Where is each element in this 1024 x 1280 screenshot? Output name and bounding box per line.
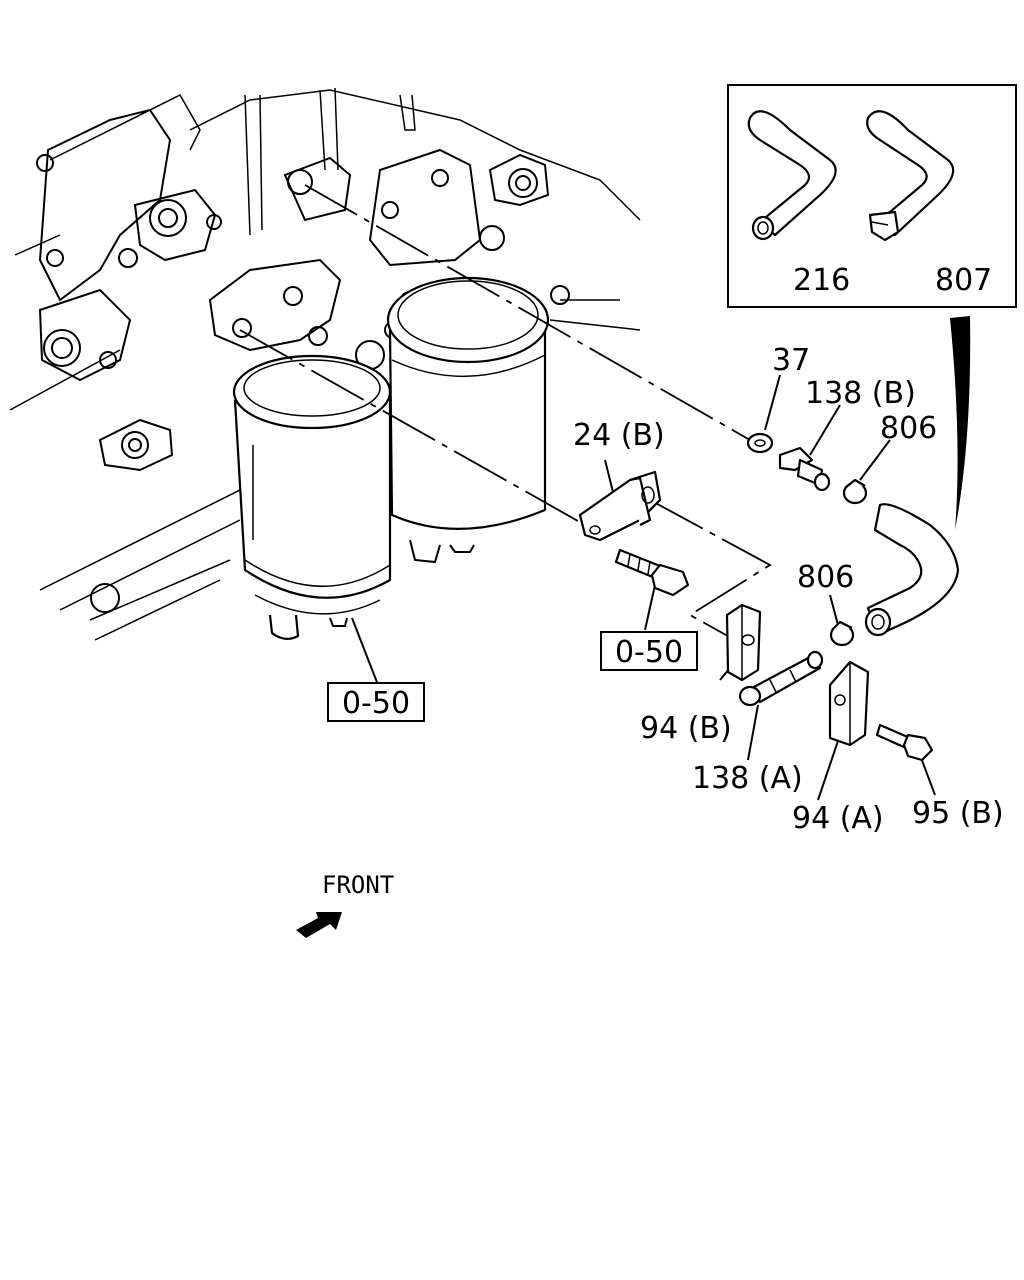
fuel-filter-front xyxy=(232,354,392,640)
front-label: FRONT xyxy=(322,871,394,899)
hose-807 xyxy=(866,110,955,242)
callout-95b: 95 (B) xyxy=(912,796,1004,831)
fuel-filter-rear xyxy=(386,276,550,564)
callout-37: 37 xyxy=(772,343,810,378)
callout-24b: 24 (B) xyxy=(573,418,665,453)
callout-138b: 138 (B) xyxy=(805,376,916,411)
clip-806-upper xyxy=(842,478,868,505)
pipe-138a xyxy=(738,650,824,707)
bolt-95b xyxy=(875,723,934,762)
callout-806-lower: 806 xyxy=(797,560,854,595)
clip-806-lower xyxy=(829,620,855,647)
clamp-94b xyxy=(725,603,762,682)
inset-pointer xyxy=(950,316,971,530)
clamp-94a xyxy=(828,660,870,747)
hose-216 xyxy=(747,110,837,241)
front-arrow-icon xyxy=(296,912,342,938)
fitting-138b xyxy=(778,446,831,492)
hose-variants-inset: 216 807 xyxy=(727,84,1017,308)
callout-94b: 94 (B) xyxy=(640,711,732,746)
svg-text:0-50: 0-50 xyxy=(342,686,410,721)
engine-block xyxy=(9,87,641,641)
callout-94a: 94 (A) xyxy=(792,801,884,836)
inset-label-807: 807 xyxy=(935,263,992,298)
callout-806-upper: 806 xyxy=(880,411,937,446)
ref-box-torque-1: 0-50 xyxy=(327,682,425,722)
inset-label-216: 216 xyxy=(793,263,850,298)
callout-138a: 138 (A) xyxy=(692,761,803,796)
bolt-0-50 xyxy=(614,548,690,597)
svg-text:0-50: 0-50 xyxy=(615,635,683,670)
front-indicator: FRONT xyxy=(296,871,394,938)
hose-806 xyxy=(864,503,960,637)
ref-box-torque-2: 0-50 xyxy=(600,631,698,671)
washer-37 xyxy=(746,432,774,454)
bracket-24b xyxy=(578,470,662,542)
